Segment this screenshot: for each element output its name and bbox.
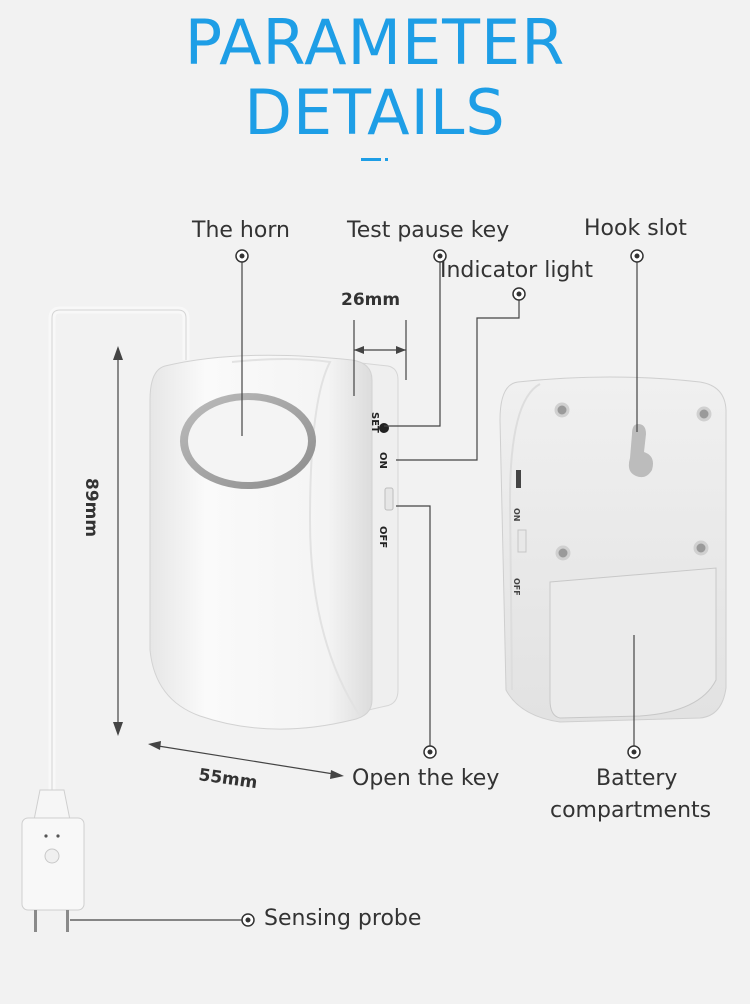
indicator-light-label: Indicator light	[440, 258, 593, 283]
depth-dimension: 26mm	[341, 290, 401, 310]
battery-compartment-shape	[549, 567, 717, 719]
off-mark: OFF	[377, 526, 388, 548]
battery-label-line1: Battery	[596, 766, 678, 791]
page-title-line1: PARAMETER	[184, 6, 566, 79]
back-off-mark: OFF	[512, 578, 521, 596]
hook-slot-label: Hook slot	[584, 216, 687, 241]
battery-label-line2: compartments	[550, 798, 712, 823]
width-dimension: 55mm	[197, 765, 258, 793]
annotation-dots	[235, 249, 644, 927]
hook-slot-shape	[628, 424, 653, 478]
horn-label: The horn	[192, 218, 290, 243]
on-mark: ON	[377, 452, 388, 469]
set-mark: SET	[369, 412, 380, 433]
test-pause-key-label: Test pause key	[347, 218, 510, 243]
height-dimension: 89mm	[81, 478, 101, 537]
back-on-mark: ON	[512, 508, 521, 522]
page-title-line2: DETAILS	[244, 76, 506, 149]
alarm-front-view	[149, 354, 399, 730]
title-underline	[361, 158, 388, 161]
alarm-back-view	[499, 376, 727, 723]
sensing-probe-plug	[21, 789, 85, 932]
sensing-probe-label: Sensing probe	[264, 906, 422, 931]
open-key-label: Open the key	[352, 766, 500, 791]
